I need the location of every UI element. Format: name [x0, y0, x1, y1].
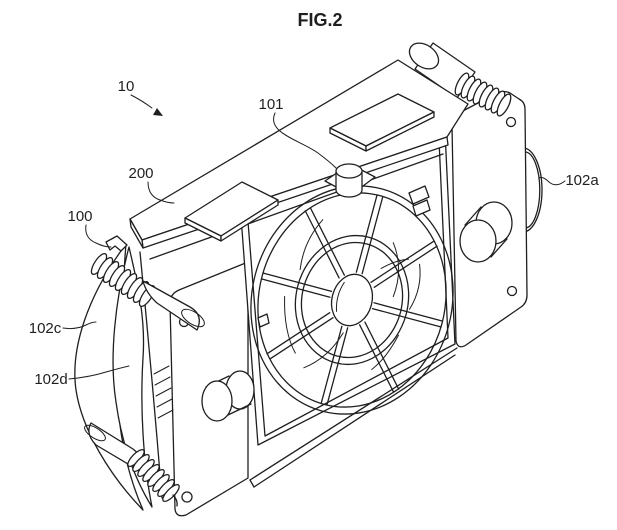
fan-grille [226, 163, 479, 437]
top-cover-pad-left [185, 182, 278, 241]
top-left-spring-assembly [89, 236, 207, 330]
top-cover-pad-right [330, 94, 434, 151]
bottom-left-spring [125, 447, 181, 503]
right-boss-knob [460, 202, 512, 262]
top-cover-left-thickness [130, 219, 143, 248]
top-left-damper-cap [179, 306, 207, 330]
leader-10 [131, 95, 152, 108]
grille-clip-top [409, 186, 429, 204]
ref-label-100: 100 [67, 208, 92, 225]
grille-clip-bottom [413, 200, 430, 216]
leader-102a [539, 178, 565, 185]
leader-101 [274, 113, 336, 168]
ref-label-102a: 102a [565, 172, 599, 189]
grille-mid-ring-inner-line [289, 231, 416, 369]
top-knob-cap [336, 164, 362, 178]
left-inner-roller [113, 247, 152, 507]
ref-label-101: 101 [258, 96, 283, 113]
leader-102c [63, 322, 96, 329]
bottom-left-spring-tail [173, 495, 177, 506]
leader-200 [148, 182, 174, 203]
leader-10-arrowhead [153, 108, 163, 116]
right-plate-bottom-hole [508, 287, 517, 296]
housing-top-edge [150, 154, 443, 259]
left-boss-front [202, 381, 232, 421]
top-knob-body [336, 172, 362, 197]
right-plate-top-hole [507, 118, 516, 127]
top-right-spring [453, 71, 514, 117]
left-roller-assembly [75, 244, 162, 510]
top-left-spring [89, 251, 158, 308]
left-plate-bottom-hole [182, 492, 192, 502]
grille-outer-ring [226, 163, 479, 437]
ref-label-10: 10 [118, 78, 135, 95]
top-left-damper-cylinder [143, 281, 199, 330]
right-roller-inner-rim [525, 152, 540, 228]
top-knob [325, 164, 375, 197]
bottom-left-spring-assembly [82, 422, 181, 506]
base-rail [250, 348, 457, 487]
ref-label-200: 200 [128, 165, 153, 182]
grille-mid-ring [281, 223, 423, 378]
left-plate-hatch [154, 366, 173, 418]
top-cover [130, 60, 468, 259]
left-boss-knob [202, 371, 254, 421]
right-boss-front [460, 220, 496, 262]
grille-outer-ring-inner-line [234, 172, 470, 429]
leader-102d [69, 366, 129, 379]
ref-label-102c: 102c [29, 320, 62, 337]
grille-left-tab [258, 314, 269, 327]
grille-spokes [234, 172, 470, 429]
bottom-left-damper-cap [82, 422, 108, 443]
fan-hub-detail [334, 282, 344, 312]
figure-title: FIG.2 [297, 10, 342, 30]
top-right-roller-cap [405, 38, 444, 74]
ref-label-102d: 102d [34, 371, 67, 388]
annotations: FIG.2 10 101 200 100 102a 102c 102d [29, 10, 600, 388]
leader-100 [86, 225, 111, 247]
top-right-spring-assembly [405, 38, 514, 118]
